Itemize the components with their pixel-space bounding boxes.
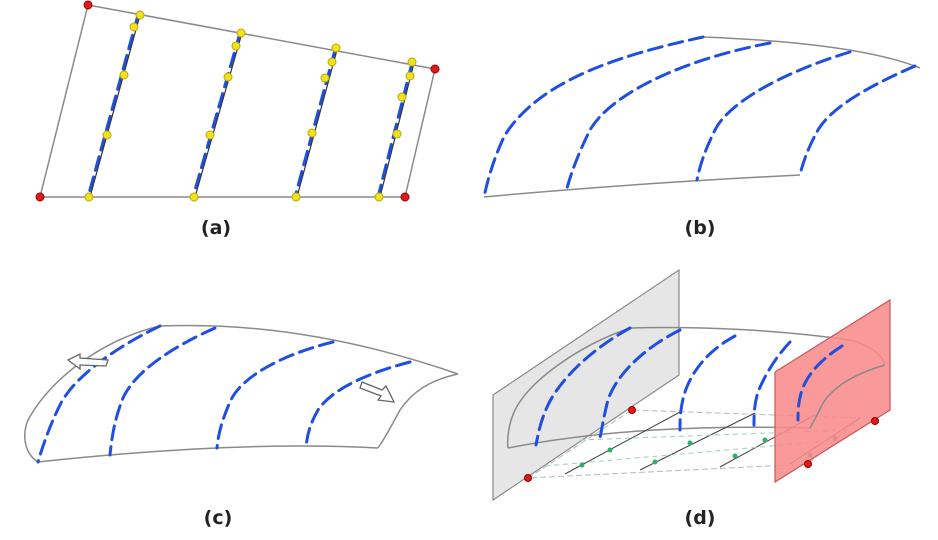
panel-d-curve-5 bbox=[796, 344, 844, 422]
panel-a-ruling-3 bbox=[293, 48, 337, 199]
control-point bbox=[374, 192, 384, 202]
panel-d-surface-left-edge bbox=[506, 327, 631, 449]
panel-d-surface-right-edge bbox=[809, 364, 886, 429]
panel-c-top-edge bbox=[159, 324, 459, 375]
control-point bbox=[407, 57, 417, 67]
panel-c-curve-4 bbox=[304, 360, 412, 450]
corner-point bbox=[804, 460, 812, 468]
control-point bbox=[189, 192, 199, 202]
panel-a-label: (a) bbox=[200, 217, 232, 239]
grid-point bbox=[607, 447, 613, 453]
control-point bbox=[291, 192, 301, 202]
control-point bbox=[205, 130, 215, 140]
grid-point bbox=[762, 437, 768, 443]
corner-point bbox=[628, 406, 636, 414]
corner-point bbox=[430, 64, 440, 74]
control-point bbox=[84, 192, 94, 202]
corner-point bbox=[524, 474, 532, 482]
corner-point bbox=[35, 192, 45, 202]
panel-b-curve-2 bbox=[565, 41, 772, 190]
panel-c-right-edge bbox=[377, 373, 459, 449]
panel-b-bottom-edge bbox=[483, 174, 801, 198]
panel-a-ruling-1-ref bbox=[89, 14, 141, 198]
grey-plane bbox=[492, 268, 680, 502]
corner-point bbox=[871, 417, 879, 425]
left-arrow-icon bbox=[66, 352, 109, 371]
control-point bbox=[129, 22, 139, 32]
panel-d-diagram bbox=[492, 268, 891, 502]
control-point bbox=[327, 57, 337, 67]
panel-b-curve-3 bbox=[695, 50, 852, 182]
corner-point bbox=[400, 192, 410, 202]
panel-c-left-edge bbox=[24, 325, 161, 463]
panel-c-diagram bbox=[24, 324, 459, 464]
corner-point bbox=[83, 0, 93, 10]
grid-line bbox=[639, 412, 756, 471]
control-point bbox=[397, 92, 407, 102]
panel-c-curve-2 bbox=[108, 326, 217, 457]
grid-point bbox=[732, 453, 738, 459]
panel-d-corner-points bbox=[524, 406, 879, 482]
panel-a-corner-points bbox=[35, 0, 440, 202]
down-right-arrow-icon bbox=[359, 381, 396, 403]
panel-d-curve-1 bbox=[534, 326, 632, 447]
panel-b-diagram bbox=[482, 35, 921, 199]
control-point bbox=[102, 130, 112, 140]
control-point bbox=[119, 70, 129, 80]
control-point bbox=[231, 41, 241, 51]
grid-point bbox=[652, 459, 658, 465]
panel-a-ruling-1 bbox=[86, 13, 140, 199]
panel-c-curve-1 bbox=[36, 324, 162, 464]
panel-b-label: (b) bbox=[684, 217, 716, 239]
control-point bbox=[223, 72, 233, 82]
control-point bbox=[331, 43, 341, 53]
panel-c-label: (c) bbox=[203, 507, 233, 529]
panel-a-rulings bbox=[86, 13, 415, 199]
panel-a-ruling-2 bbox=[191, 31, 242, 199]
control-point bbox=[320, 73, 330, 83]
panel-b-top-edge bbox=[702, 36, 921, 69]
panel-b-curve-1 bbox=[482, 35, 705, 199]
control-point bbox=[392, 129, 402, 139]
control-point bbox=[307, 128, 317, 138]
panel-d-curve-2 bbox=[598, 328, 682, 440]
control-point bbox=[135, 10, 145, 20]
control-point bbox=[236, 28, 246, 38]
control-point bbox=[405, 71, 415, 81]
panel-b-curve-4 bbox=[798, 64, 917, 177]
panel-c-curve-3 bbox=[215, 340, 335, 450]
panel-d-curve-4 bbox=[752, 340, 792, 427]
panel-c-bottom-edge bbox=[37, 445, 379, 463]
panel-a-diagram bbox=[35, 0, 440, 202]
grid-point bbox=[687, 440, 693, 446]
panel-d-label: (d) bbox=[684, 507, 716, 529]
grid-line bbox=[564, 411, 681, 475]
panel-d-surface-bottom-edge bbox=[507, 426, 811, 449]
panel-a-ruling-3-ref bbox=[296, 49, 338, 198]
panel-d-curve-3 bbox=[678, 334, 737, 432]
panel-a-ruling-2-ref bbox=[194, 32, 243, 198]
panel-a-control-points bbox=[84, 10, 417, 202]
grid-point bbox=[579, 462, 585, 468]
